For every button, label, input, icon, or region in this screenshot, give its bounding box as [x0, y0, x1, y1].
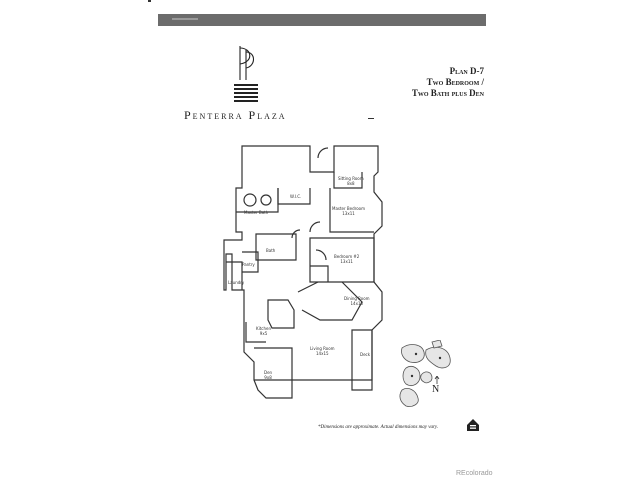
compass: N — [432, 376, 440, 395]
room-bath: Bath — [266, 248, 276, 253]
brand-name: Penterra Plaza — [184, 108, 287, 122]
document-page — [146, 10, 488, 462]
header-bar — [158, 14, 486, 26]
room-laundry: Laundry — [228, 280, 245, 285]
dash-mark — [368, 118, 374, 119]
disclaimer-text: *Dimensions are approximate. Actual dime… — [318, 425, 439, 430]
room-deck: Deck — [360, 352, 371, 357]
site-plan-map — [399, 340, 451, 407]
north-arrow-icon — [434, 376, 440, 384]
header-bar-mark — [172, 18, 198, 20]
penterra-logo — [234, 46, 258, 102]
room-wic: W.I.C. — [290, 194, 302, 199]
equal-housing-icon — [467, 419, 479, 431]
room-pantry: Pantry — [242, 262, 255, 267]
floor-plan — [223, 145, 383, 399]
listing-credit: REcolorado — [456, 470, 493, 477]
plan-title: Plan D-7 Two Bedroom / Two Bath plus Den — [412, 66, 484, 99]
plan-title-line2: Two Bedroom / — [426, 77, 484, 87]
corner-mark — [148, 0, 151, 2]
north-label: N — [432, 384, 440, 395]
plan-title-line1: Plan D-7 — [449, 66, 484, 76]
room-master-bath: Master Bath — [244, 210, 269, 215]
plan-title-line3: Two Bath plus Den — [411, 88, 484, 98]
